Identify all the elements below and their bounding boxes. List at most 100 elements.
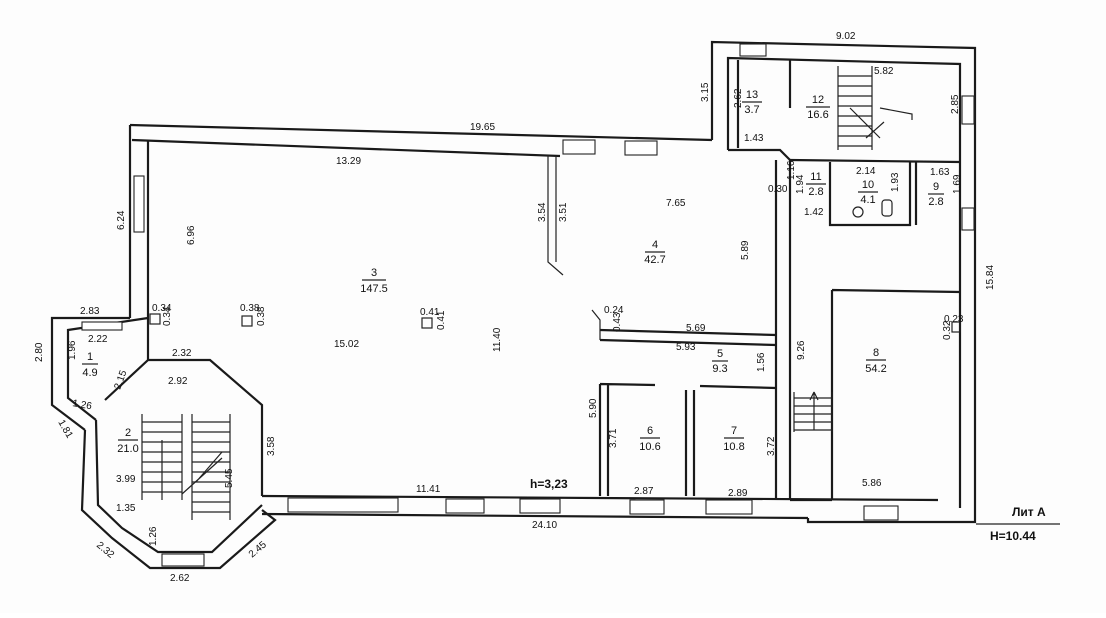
dim: 1.16 [786,160,797,180]
dim: 5.45 [224,468,235,488]
room-no-7: 7 [731,425,737,437]
dim: 1.26 [71,398,93,412]
dim: 0.38 [256,306,267,326]
dim: 2.89 [728,488,748,499]
room-no-1: 1 [87,351,93,363]
dim: 1.69 [952,174,963,194]
room-no-13: 13 [746,89,758,101]
dim: 1.93 [890,172,901,192]
dim: 11.41 [416,484,441,495]
dim: 24.10 [532,520,557,531]
lit-label: Лит А [1012,505,1046,519]
dim: 2.62 [733,88,744,108]
dim: 3.71 [608,428,619,448]
sanitary-fixtures [852,199,893,218]
room-no-9: 9 [933,181,939,193]
dim: 3.99 [116,474,136,485]
outer-walls [50,40,977,570]
internal-walls [547,60,961,502]
windows [81,43,975,567]
dim: 3.54 [537,202,548,222]
dim: 5.93 [676,342,696,353]
dim: 0.43 [612,312,623,332]
room-no-12: 12 [812,94,824,106]
dim: 1.43 [744,133,764,144]
room-labels: 1 4.9 2 21.0 3 147.5 4 42.7 5 9.3 6 10.6… [82,89,944,455]
room-no-4: 4 [652,239,658,251]
room-area-2: 21.0 [117,443,138,455]
room-no-10: 10 [862,179,874,191]
room-area-11: 2.8 [808,186,823,198]
room-area-4: 42.7 [644,254,665,266]
dim: 2.83 [80,306,100,317]
room-area-7: 10.8 [723,441,744,453]
dim: 3.72 [766,436,777,456]
dim: 1.56 [756,352,767,372]
dim: 3.58 [266,436,277,456]
dim: 15.84 [985,265,996,290]
room-area-3: 147.5 [360,283,388,295]
room-no-11: 11 [810,171,821,183]
dim: 2.80 [34,342,45,362]
dim: 7.65 [666,198,686,209]
dim: 2.32 [94,540,116,561]
room-area-5: 9.3 [712,363,727,375]
columns [149,313,961,333]
dim: 1.35 [116,503,136,514]
dim: 0.34 [152,303,172,314]
dim: 0.38 [240,303,260,314]
room-area-13: 3.7 [744,104,759,116]
dim: 3.15 [700,82,711,102]
dim: 0.32 [942,320,953,340]
stair-room-12 [837,66,913,150]
room-no-3: 3 [371,267,377,279]
dim: 13.29 [336,156,361,167]
dim: 9.02 [836,31,856,42]
dim: 6.96 [186,225,197,245]
dim: 9.26 [796,340,807,360]
dim: 5.90 [588,398,599,418]
dim: 5.82 [874,66,894,77]
dim: 19.65 [470,122,495,133]
dim: 1.94 [795,174,806,194]
dim: 2.62 [170,573,190,584]
plan-annotations: h=3,23 Лит А H=10.44 [530,477,1060,543]
stair-entrance-8 [793,391,833,432]
room-no-6: 6 [647,425,653,437]
ceiling-height-label: h=3,23 [530,477,568,491]
room-area-1: 4.9 [82,367,97,379]
stair-room-2 [141,414,231,520]
dim: 1.96 [67,340,78,360]
dim: 0.24 [604,305,624,316]
dim: 1.26 [148,526,159,546]
room-no-8: 8 [873,347,879,359]
dim: 5.89 [740,240,751,260]
dim: 5.86 [862,478,882,489]
room-area-12: 16.6 [807,109,828,121]
building-height-label: H=10.44 [990,529,1036,543]
room-area-6: 10.6 [639,441,660,453]
dim: 15.02 [334,339,359,350]
room-no-2: 2 [125,427,131,439]
dim: 5.69 [686,323,706,334]
dim: 0.41 [436,310,447,330]
dim: 6.24 [116,210,127,230]
dim: 2.92 [168,376,188,387]
dim: 0.23 [944,314,964,325]
dim: 2.85 [950,94,961,114]
dim: 2.22 [88,334,108,345]
dim: 0.30 [768,184,788,195]
room-area-10: 4.1 [860,194,875,206]
dim: 0.34 [162,306,173,326]
room-area-9: 2.8 [928,196,943,208]
dim: 1.42 [804,207,824,218]
dim: 2.32 [172,348,192,359]
room-no-5: 5 [717,348,723,360]
dim: 2.14 [856,166,876,177]
dim: 3.51 [558,202,569,222]
dim: 0.41 [420,307,440,318]
dimension-labels: 19.65 13.29 6.96 6.24 3.54 3.51 7.65 5.8… [34,31,996,584]
dim: 1.63 [930,167,950,178]
room-area-8: 54.2 [865,363,886,375]
